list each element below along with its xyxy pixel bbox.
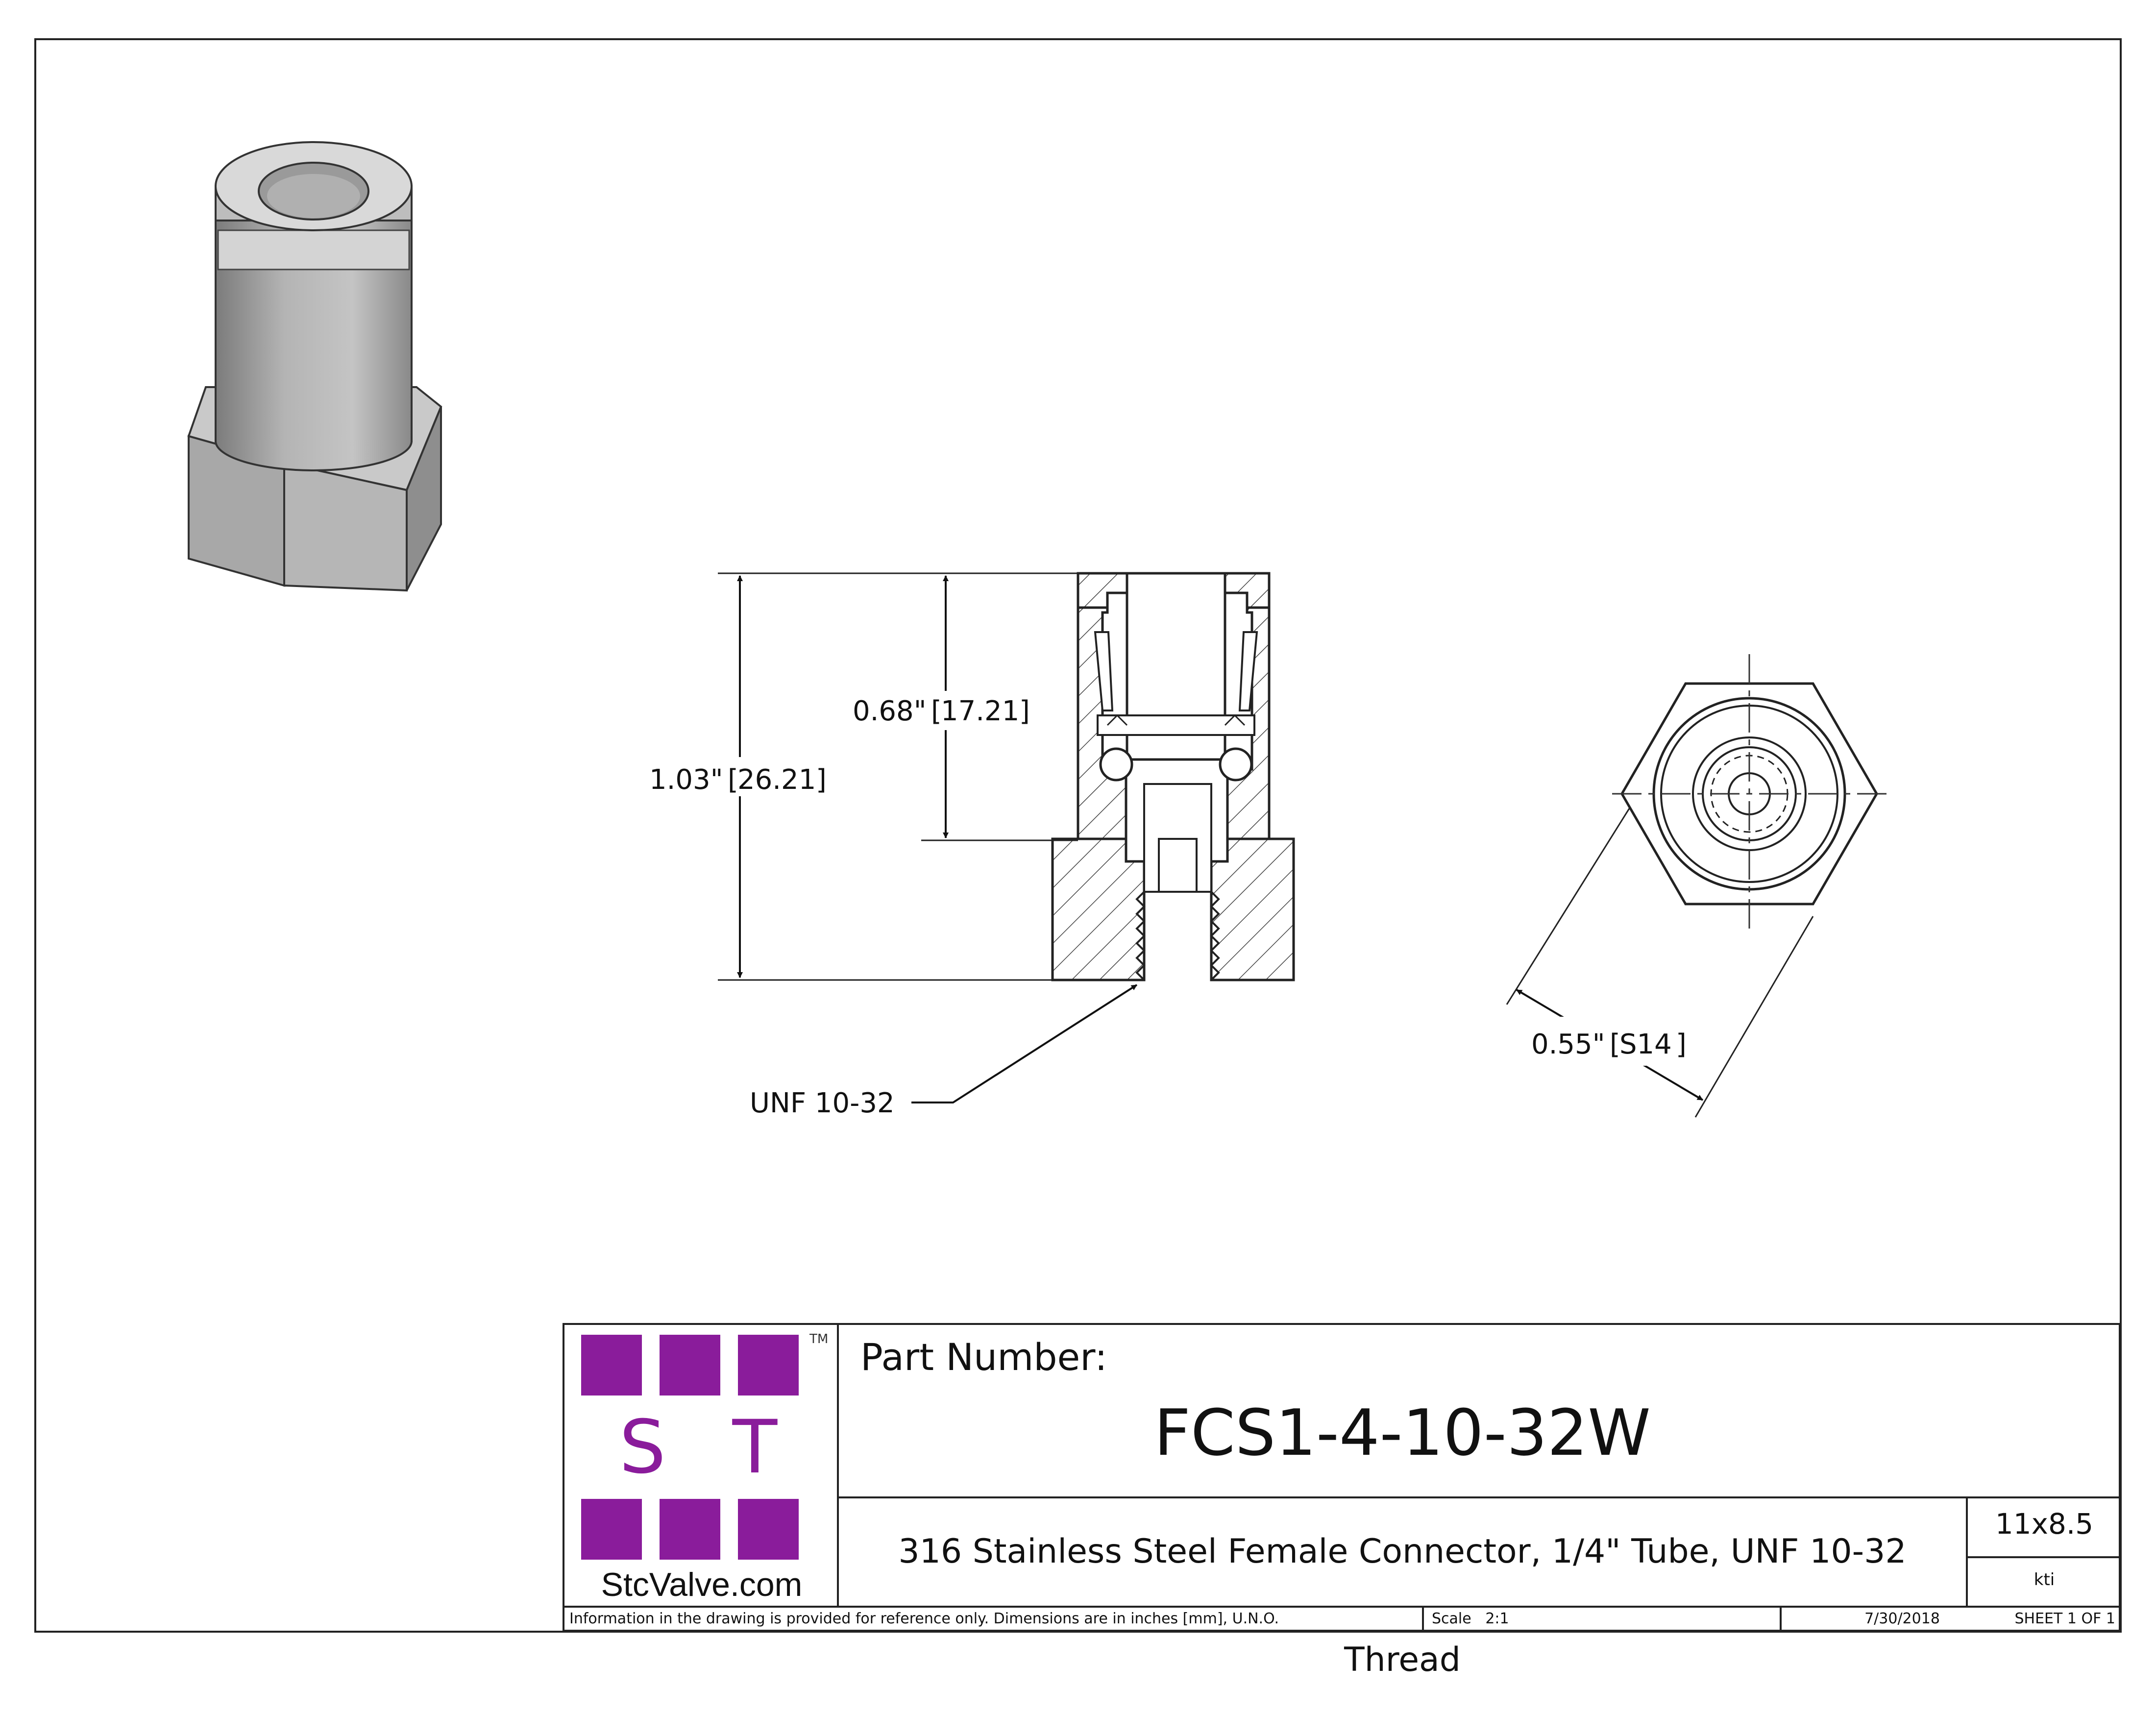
svg-text:[: [: [931, 695, 942, 727]
svg-text:]: ]: [816, 764, 827, 796]
sheet-number: SHEET 1 OF 1: [2014, 1610, 2116, 1627]
collet-left: [1094, 631, 1114, 711]
svg-text:]: ]: [1019, 695, 1030, 727]
grip-ring: [1097, 714, 1255, 736]
drawing-scale: Scale 2:1: [1432, 1610, 1509, 1627]
logo-square: [581, 1335, 642, 1396]
logo-trademark: TM: [809, 1332, 829, 1347]
o-ring-left: [1099, 747, 1133, 782]
svg-text:]: ]: [1676, 1028, 1687, 1060]
overall-height-mm: 26.21: [737, 764, 816, 796]
footer-divider: [1422, 1608, 1424, 1630]
end-view: [1612, 654, 1886, 933]
overall-height-inch: 1.03": [649, 764, 723, 796]
svg-text:[: [: [728, 764, 738, 796]
drawing-date: 7/30/2018: [1864, 1610, 1940, 1627]
o-ring-right: [1219, 747, 1253, 782]
thread-left: [1135, 891, 1146, 981]
logo-square: [738, 1335, 799, 1396]
hex-size-inch: 0.55": [1531, 1028, 1605, 1060]
isometric-view: [187, 141, 442, 592]
insertion-depth-mm: 17.21: [941, 695, 1019, 727]
section-view: [1051, 572, 1295, 981]
sheet-size-cell: 11x8.5 kti: [1966, 1497, 2121, 1606]
dim-overall-height: 1.03" [ 26.21 ]: [649, 572, 1078, 981]
logo-square: [660, 1335, 720, 1396]
title-block: TM S T C StcValve.com Part Number: FCS1-…: [563, 1323, 2121, 1679]
thread-right: [1210, 891, 1220, 981]
insertion-depth-inch: 0.68": [853, 695, 926, 727]
part-number-label: Part Number:: [860, 1335, 1107, 1379]
part-number: FCS1-4-10-32W: [1154, 1396, 1651, 1470]
thread-callout: UNF 10-32: [750, 984, 1138, 1119]
footer-divider: [1780, 1608, 1782, 1630]
tube-bore-inner: [267, 174, 360, 218]
title-divider: [839, 1496, 2121, 1498]
logo-square: [660, 1499, 720, 1560]
dim-insertion-depth: 0.68" [ 17.21 ]: [848, 575, 1078, 841]
hex-size-mm: S14: [1619, 1028, 1672, 1060]
logo-square: [581, 1499, 642, 1560]
logo-website: StcValve.com: [601, 1566, 803, 1603]
collet-right: [1238, 631, 1258, 711]
collet-band: [217, 229, 410, 270]
section-hex-left: [1051, 837, 1146, 981]
company-logo: TM S T C StcValve.com: [564, 1325, 839, 1606]
disclaimer-note: Information in the drawing is provided f…: [569, 1610, 1279, 1627]
thread-callout-text: UNF 10-32: [750, 1087, 895, 1119]
part-description: 316 Stainless Steel Female Connector, 1/…: [898, 1532, 1907, 1679]
drawn-by: kti: [2034, 1570, 2055, 1590]
section-hex-right: [1210, 837, 1295, 981]
drawing-sheet: 1.03" [ 26.21 ] 0.68" [ 17.21 ] UNF 10-3…: [34, 38, 2122, 1633]
dim-hex-size: 0.55" [ S14 ]: [1506, 808, 1814, 1118]
bore-neck: [1158, 838, 1198, 893]
svg-text:[: [: [1610, 1028, 1620, 1060]
title-footer: Information in the drawing is provided f…: [564, 1606, 2119, 1630]
sheet-border: [34, 38, 2122, 1633]
logo-square: [738, 1499, 799, 1560]
grip-teeth: [1106, 714, 1246, 726]
size-divider: [1968, 1556, 2121, 1558]
sheet-size: 11x8.5: [1995, 1507, 2094, 1541]
